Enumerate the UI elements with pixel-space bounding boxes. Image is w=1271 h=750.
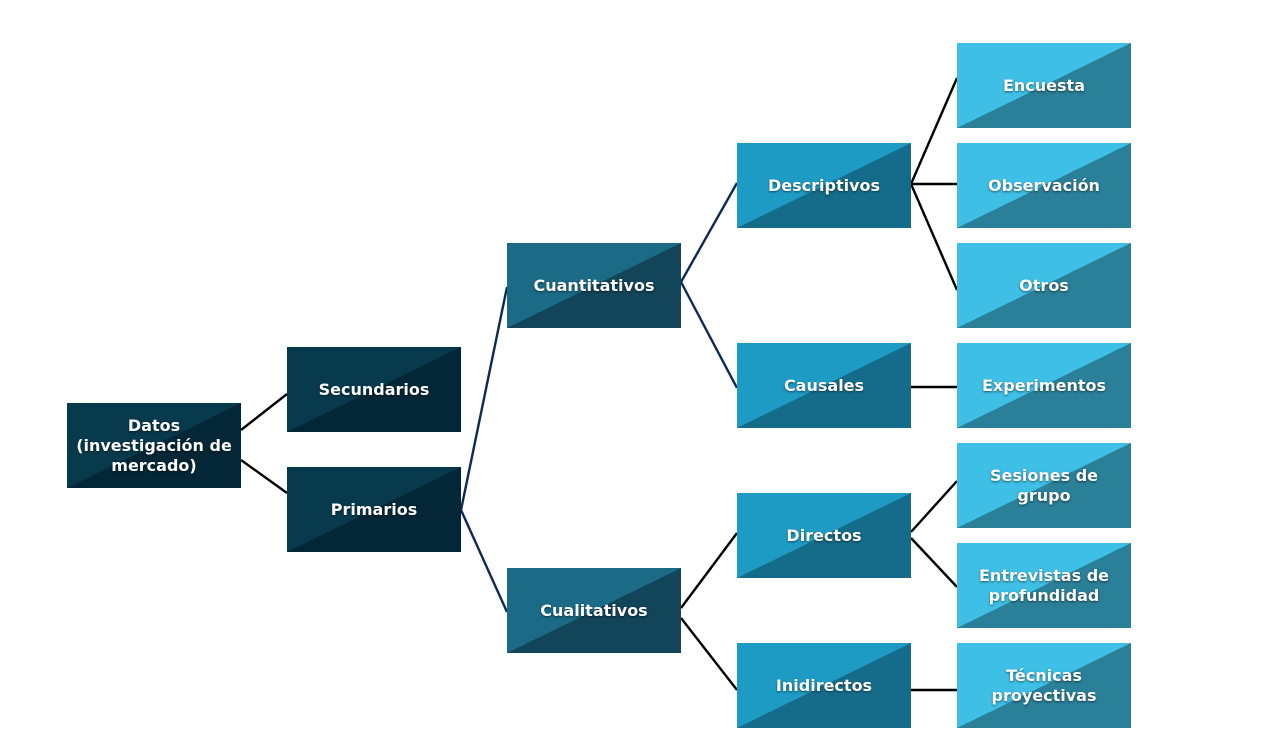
- node-entrevistas: Entrevistas de profundidad: [957, 543, 1131, 628]
- connector-primarios-cualitativos: [459, 509, 509, 613]
- connector-cualitativos-indirectos: [680, 617, 738, 691]
- node-causales: Causales: [737, 343, 911, 428]
- node-datos: Datos (investigación de mercado): [67, 403, 241, 488]
- connector-datos-primarios: [240, 459, 288, 494]
- connector-cuantitativos-descriptivos: [679, 182, 739, 283]
- connector-descriptivos-otros: [909, 183, 959, 291]
- connector-descriptivos-encuesta: [909, 77, 959, 185]
- node-cualitativos: Cualitativos: [507, 568, 681, 653]
- node-sesiones: Sesiones de grupo: [957, 443, 1131, 528]
- node-directos: Directos: [737, 493, 911, 578]
- node-primarios: Primarios: [287, 467, 461, 552]
- node-indirectos: Inidirectos: [737, 643, 911, 728]
- node-descriptivos: Descriptivos: [737, 143, 911, 228]
- connector-cualitativos-directos: [680, 532, 738, 609]
- connector-datos-secundarios: [240, 393, 288, 431]
- connector-primarios-cuantitativos: [459, 286, 509, 511]
- node-encuesta: Encuesta: [957, 43, 1131, 128]
- node-experimentos: Experimentos: [957, 343, 1131, 428]
- node-tecnicas: Técnicas proyectivas: [957, 643, 1131, 728]
- node-cuantitativos: Cuantitativos: [507, 243, 681, 328]
- node-observacion: Observación: [957, 143, 1131, 228]
- connector-directos-sesiones: [910, 480, 958, 533]
- connector-cuantitativos-causales: [679, 281, 739, 389]
- node-otros: Otros: [957, 243, 1131, 328]
- node-secundarios: Secundarios: [287, 347, 461, 432]
- connector-directos-entrevistas: [910, 537, 958, 588]
